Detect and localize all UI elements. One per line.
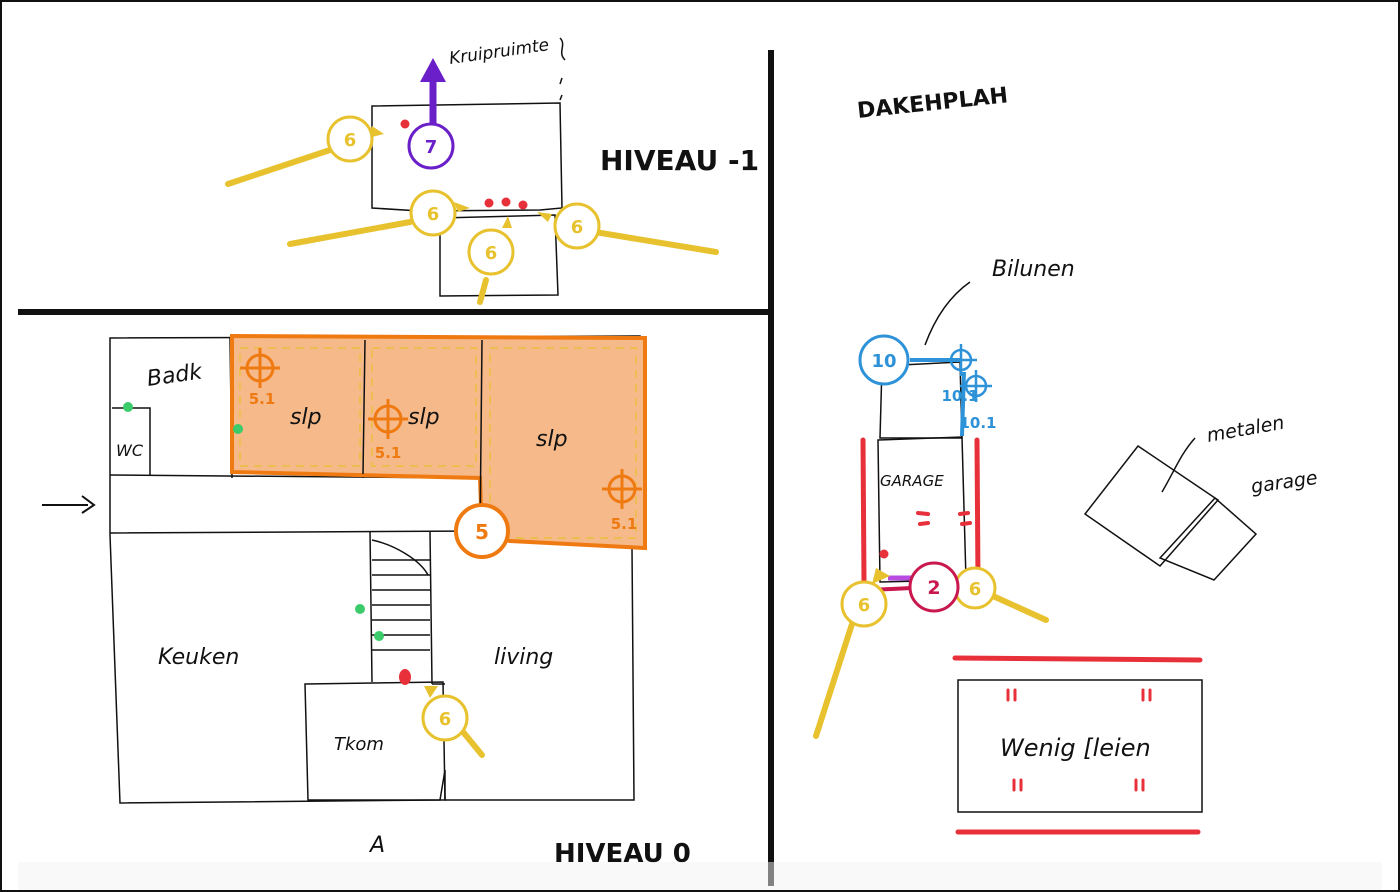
badge-6-text: 6 <box>485 243 498 264</box>
yellow-pointers-right <box>813 593 1049 739</box>
badge-6[interactable]: 6 <box>409 189 457 237</box>
green-marker <box>374 631 384 641</box>
level-minus-1 <box>371 37 566 297</box>
purple-arrow-head <box>420 58 446 82</box>
crosshair-icon[interactable] <box>240 348 280 388</box>
label-5-1: 5.1 <box>249 390 276 408</box>
basement-room-lower <box>439 214 559 297</box>
badge-10-text: 10 <box>871 351 896 372</box>
room-label-tech: Tkom <box>334 734 384 755</box>
badge-6-text: 6 <box>969 579 982 600</box>
red-marker <box>501 197 511 207</box>
bedrooms-dashed-outline <box>239 347 637 539</box>
green-marker <box>233 424 243 434</box>
crawlspace-dash <box>559 37 566 101</box>
yellow-pointers-top <box>225 147 719 305</box>
badge-6[interactable]: 6 <box>467 228 515 276</box>
red-marker <box>518 200 528 210</box>
room-label-bedroom-1: slp <box>290 405 322 430</box>
stair-treads <box>372 559 430 651</box>
room-label-living: living <box>494 645 553 670</box>
yellow-pointer-tip <box>537 212 552 222</box>
level-minus-1-label: HIVEAU -1 <box>600 144 759 177</box>
badge-10[interactable]: 10 <box>858 334 910 386</box>
badge-6[interactable]: 6 <box>421 694 469 742</box>
green-marker <box>355 604 365 614</box>
bottom-fade <box>18 862 1382 890</box>
red-marker <box>399 669 411 685</box>
red-dashes-garage <box>916 511 972 526</box>
red-marker <box>879 549 889 559</box>
room-label-bedroom-3: slp <box>536 427 568 452</box>
badge-6[interactable]: 6 <box>840 580 888 628</box>
label-5-1: 5.1 <box>375 444 402 462</box>
badge-6-text: 6 <box>344 130 357 151</box>
trees-label: Bilunen <box>992 257 1075 282</box>
entry-arrow-icon <box>42 495 96 514</box>
badge-5[interactable]: 5 <box>454 503 510 559</box>
badge-6-text: 6 <box>427 204 440 225</box>
red-boundaries <box>860 437 1203 835</box>
label-10-1: 10.1 <box>959 414 996 432</box>
label-5-1: 5.1 <box>611 515 638 533</box>
basement-room-upper <box>371 102 563 212</box>
blue-leader-2 <box>960 371 966 437</box>
parking-label: Wenig [leien <box>1000 734 1151 762</box>
badge-7-text: 7 <box>425 137 438 158</box>
crosshair-icon[interactable] <box>945 344 977 376</box>
entry-arrow-a: A <box>368 833 385 858</box>
parking-area <box>957 679 1203 813</box>
yellow-pointer-tip <box>502 216 512 228</box>
badge-6[interactable]: 6 <box>953 566 997 610</box>
stair-curve <box>371 539 429 576</box>
badge-6[interactable]: 6 <box>326 115 374 163</box>
metal-garage-2 <box>1158 496 1258 581</box>
badge-6-text: 6 <box>858 595 871 616</box>
yellow-pointer-tip <box>454 202 470 212</box>
bedroom-walls-overlay <box>362 339 483 536</box>
trees-leader-line <box>924 281 971 346</box>
yellow-pointer-tip <box>872 568 890 584</box>
badge-5-text: 5 <box>475 520 489 544</box>
tech-room <box>304 681 446 801</box>
crosshair-icon[interactable] <box>960 370 992 402</box>
stair-walls <box>369 530 433 685</box>
badge-6-text: 6 <box>571 217 584 238</box>
garage-label: GARAGE <box>880 472 944 490</box>
red-parking-marks <box>1006 688 1152 792</box>
badge-2-text: 2 <box>927 577 940 599</box>
red-marker <box>400 119 410 129</box>
badge-7[interactable]: 7 <box>407 122 455 170</box>
yellow-pointer-tip <box>424 686 438 698</box>
room-label-kitchen: Keuken <box>158 645 239 670</box>
crosshair-icon[interactable] <box>368 399 408 439</box>
badge-6[interactable]: 6 <box>553 202 601 250</box>
green-marker <box>123 402 133 412</box>
red-marker <box>484 198 494 208</box>
badge-6-text: 6 <box>439 709 452 730</box>
room-label-wc: WC <box>116 441 144 460</box>
crosshair-icon[interactable] <box>602 469 642 509</box>
label-10-1: 10.1 <box>941 387 978 405</box>
badge-2[interactable]: 2 <box>908 561 960 613</box>
room-label-bedroom-2: slp <box>408 405 440 430</box>
metal-leader-line <box>1161 437 1196 493</box>
